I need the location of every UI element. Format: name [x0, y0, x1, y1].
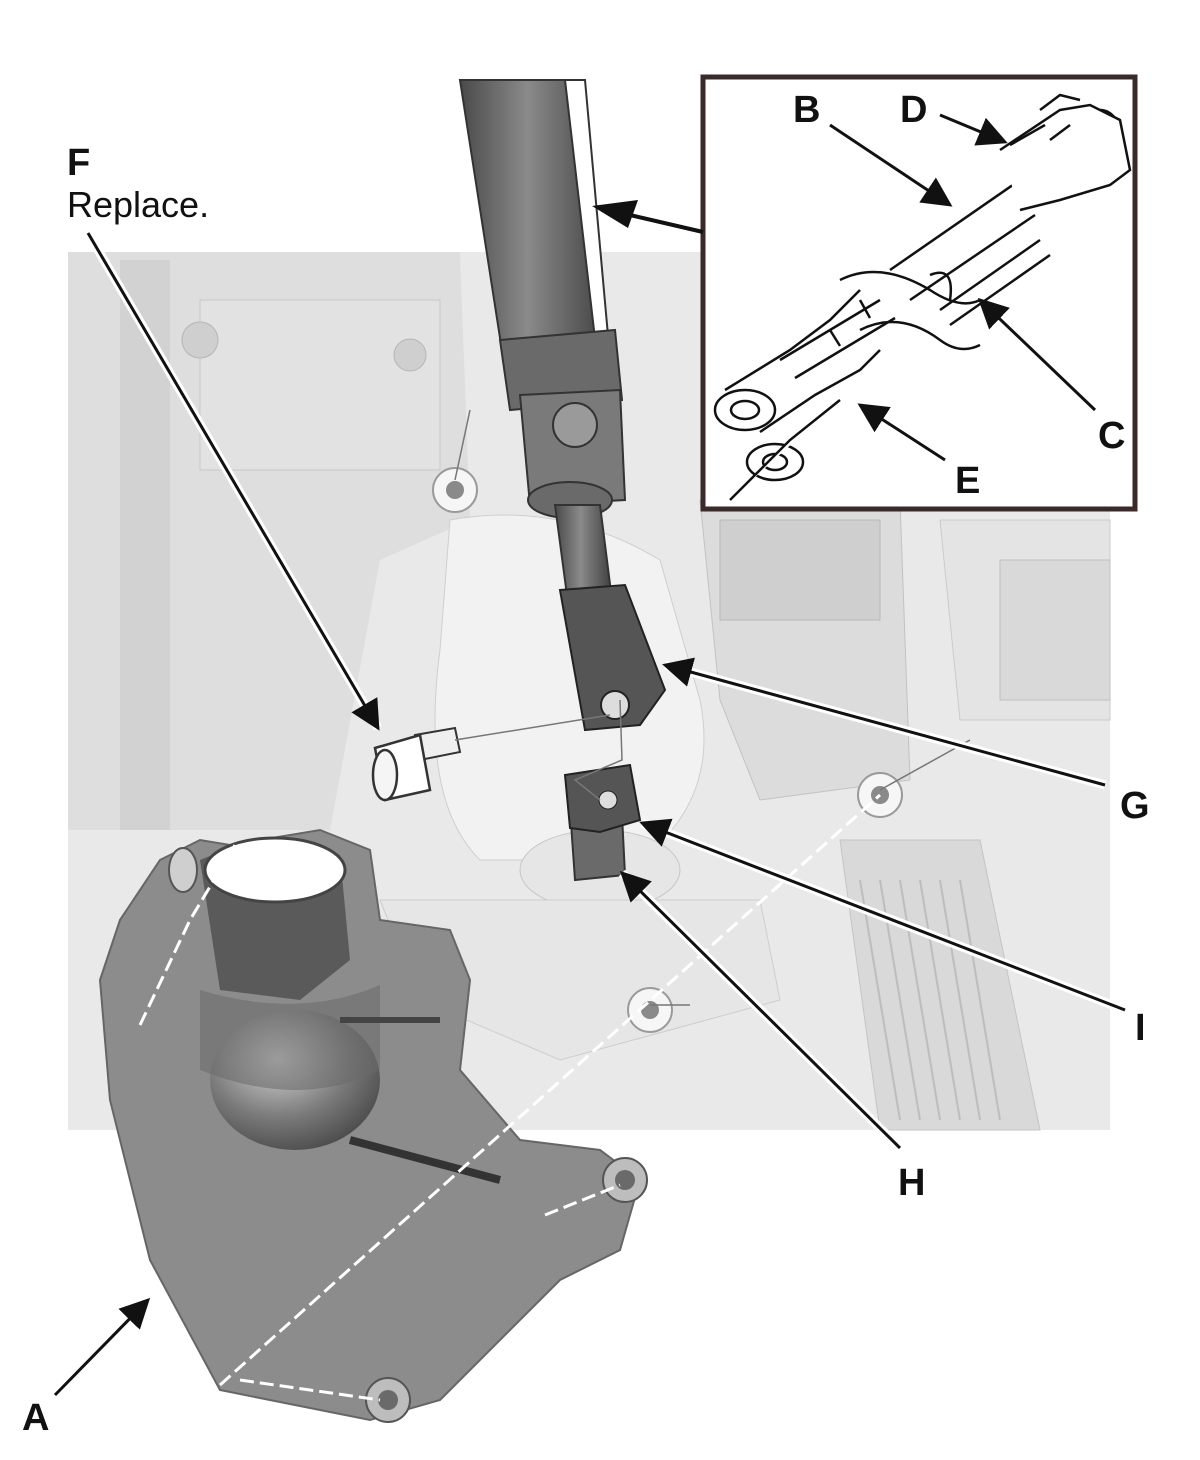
detail-inset [700, 74, 1138, 512]
bolt-f [371, 726, 462, 802]
label-c: C [1098, 415, 1125, 457]
steering-shaft [458, 79, 667, 732]
steering-joint-cover-a [98, 793, 881, 1423]
label-i: I [1135, 1007, 1146, 1049]
label-b: B [793, 89, 820, 131]
callouts: F Replace. B D C E G I H A [22, 89, 1150, 1439]
leader-lines [53, 113, 1127, 1397]
pinion-shaft [563, 763, 642, 882]
label-f: F [67, 142, 90, 184]
label-d: D [900, 89, 927, 131]
label-h: H [898, 1162, 925, 1204]
inset-pointer [592, 200, 704, 234]
label-g: G [1120, 785, 1150, 827]
label-f-note: Replace. [67, 184, 209, 225]
label-e: E [955, 460, 980, 502]
label-a: A [22, 1397, 49, 1439]
